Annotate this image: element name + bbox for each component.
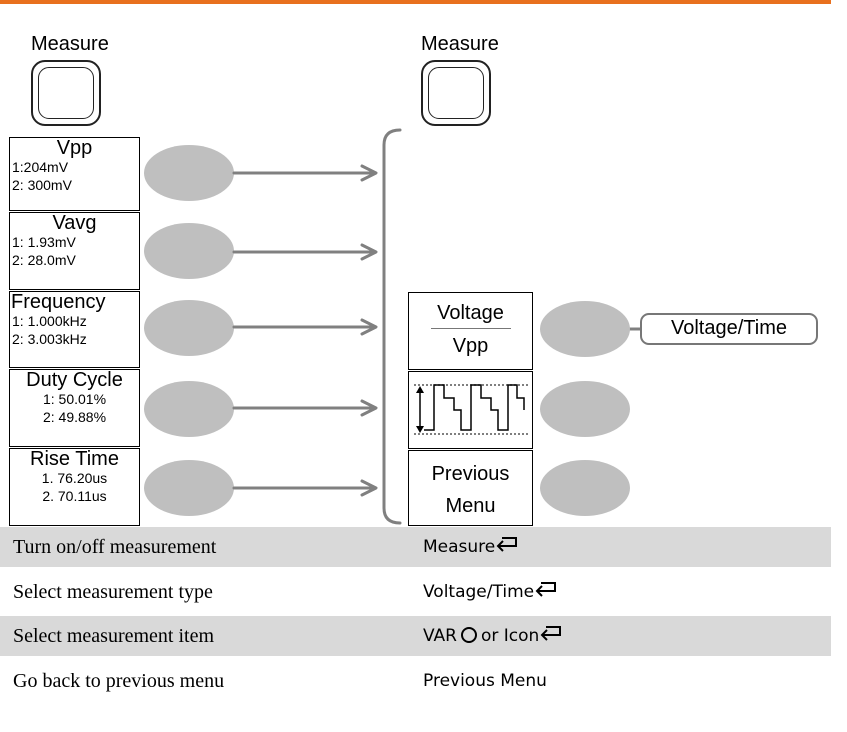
arrow-2 — [232, 243, 378, 261]
menu-item-frequency: Frequency 1: 1.000kHz 2: 3.003kHz — [9, 291, 140, 368]
measure-key-label-left: Measure — [31, 33, 109, 55]
item-title: Rise Time — [30, 448, 119, 470]
softkey-1[interactable] — [144, 145, 234, 201]
item-title: Vavg — [52, 212, 97, 234]
step-action: Select measurement type — [13, 581, 213, 603]
group-bracket — [382, 128, 402, 525]
measure-key-label-right: Measure — [421, 33, 499, 55]
softkey-right-3[interactable] — [540, 460, 630, 516]
softkey-right-1[interactable] — [540, 301, 630, 357]
softkey-right-2[interactable] — [540, 381, 630, 437]
item-title: Vpp — [56, 137, 93, 159]
previous-label-2: Menu — [445, 495, 496, 517]
item-title: Frequency — [11, 291, 106, 313]
item-value-ch1: 1: 1.93mV — [12, 234, 76, 250]
vpp-label: Vpp — [452, 335, 489, 357]
item-value-ch1: 1: 50.01% — [42, 391, 107, 407]
item-value-ch2: 2: 49.88% — [42, 409, 107, 425]
softkey-4[interactable] — [144, 381, 234, 437]
item-value-ch1: 1. 76.20us — [41, 470, 108, 486]
voltage-time-key[interactable]: Voltage/Time — [640, 313, 818, 345]
item-value-ch2: 2: 300mV — [12, 177, 72, 193]
enter-icon — [540, 626, 562, 641]
arrows-and-bracket — [232, 128, 642, 525]
arrow-3 — [232, 318, 378, 336]
menu-waveform-icon — [408, 371, 533, 449]
enter-icon — [496, 537, 518, 552]
item-value-ch1: 1: 1.000kHz — [12, 313, 87, 329]
step-action: Select measurement item — [13, 625, 215, 647]
step-key: Previous Menu — [423, 671, 547, 691]
measure-key-right[interactable] — [421, 60, 491, 126]
step-row: Go back to previous menu Previous Menu — [0, 661, 831, 701]
menu-item-vavg: Vavg 1: 1.93mV 2: 28.0mV — [9, 212, 140, 290]
item-value-ch1: 1:204mV — [12, 159, 69, 175]
waveform-icon — [413, 384, 528, 435]
item-value-ch2: 2: 3.003kHz — [12, 331, 87, 347]
softkey-2[interactable] — [144, 223, 234, 279]
menu-item-duty-cycle: Duty Cycle 1: 50.01% 2: 49.88% — [9, 369, 140, 447]
menu-item-vpp: Vpp 1:204mV 2: 300mV — [9, 137, 140, 211]
step-action: Turn on/off measurement — [13, 536, 217, 558]
measure-key-left[interactable] — [31, 60, 101, 126]
enter-icon — [535, 582, 557, 597]
menu-previous: Previous Menu — [408, 450, 533, 526]
step-row: Turn on/off measurement Measure — [0, 527, 831, 567]
item-value-ch2: 2: 28.0mV — [12, 252, 76, 268]
item-value-ch2: 2. 70.11us — [42, 488, 107, 504]
softkey-5[interactable] — [144, 460, 234, 516]
item-title: Duty Cycle — [26, 369, 123, 391]
voltage-label: Voltage — [437, 302, 504, 324]
softkey-3[interactable] — [144, 300, 234, 356]
previous-label-1: Previous — [431, 463, 510, 485]
step-key: Measure — [423, 535, 518, 559]
step-action: Go back to previous menu — [13, 670, 225, 692]
arrow-5 — [232, 479, 378, 497]
arrow-1 — [232, 164, 378, 182]
step-row: Select measurement type Voltage/Time — [0, 572, 831, 612]
step-key: Voltage/Time — [423, 580, 557, 604]
arrow-4 — [232, 399, 378, 417]
header-accent-bar — [0, 0, 831, 4]
menu-voltage-vpp: Voltage Vpp — [408, 292, 533, 370]
var-knob-icon — [460, 627, 477, 643]
menu-item-rise-time: Rise Time 1. 76.20us 2. 70.11us — [9, 448, 140, 526]
divider — [430, 328, 511, 329]
